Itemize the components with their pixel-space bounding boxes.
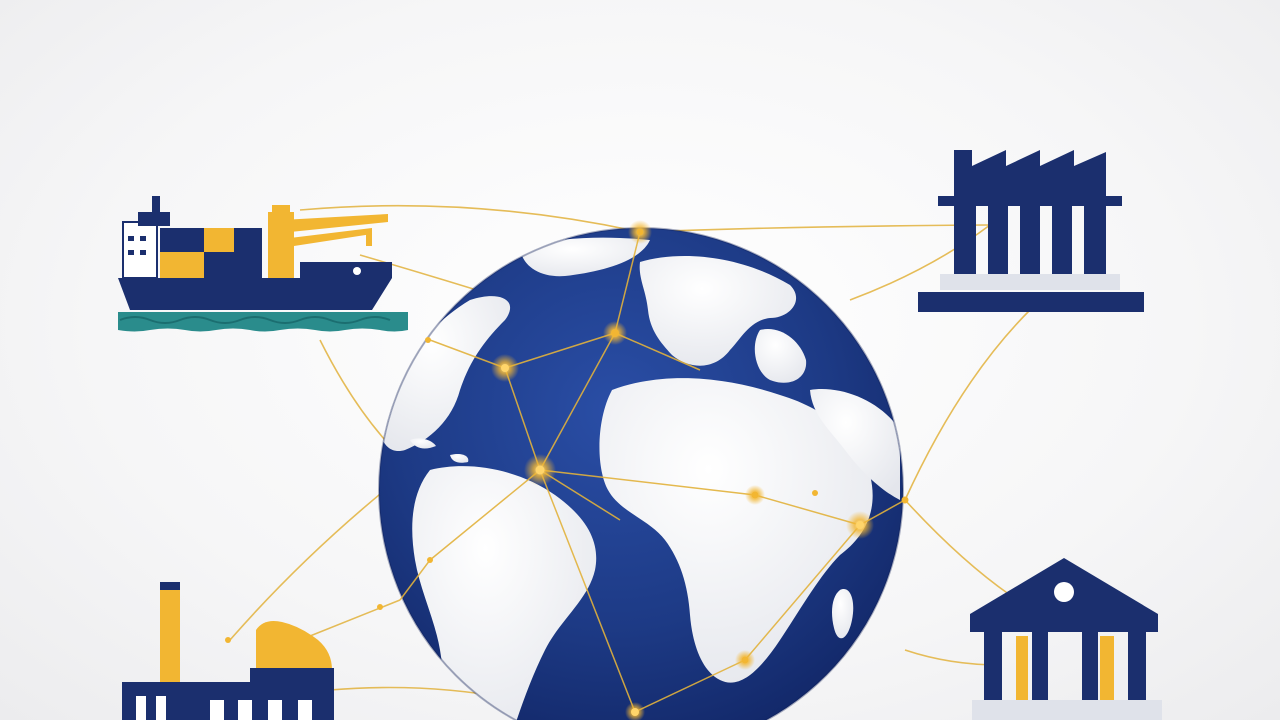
globe-icon [378, 227, 904, 720]
bank-icon [970, 558, 1162, 720]
factory-icon [918, 150, 1144, 312]
network-lines-front [399, 231, 906, 713]
cargo-ship-icon [118, 196, 408, 332]
industrial-plant-icon [122, 582, 334, 720]
network-nodes [225, 220, 909, 720]
